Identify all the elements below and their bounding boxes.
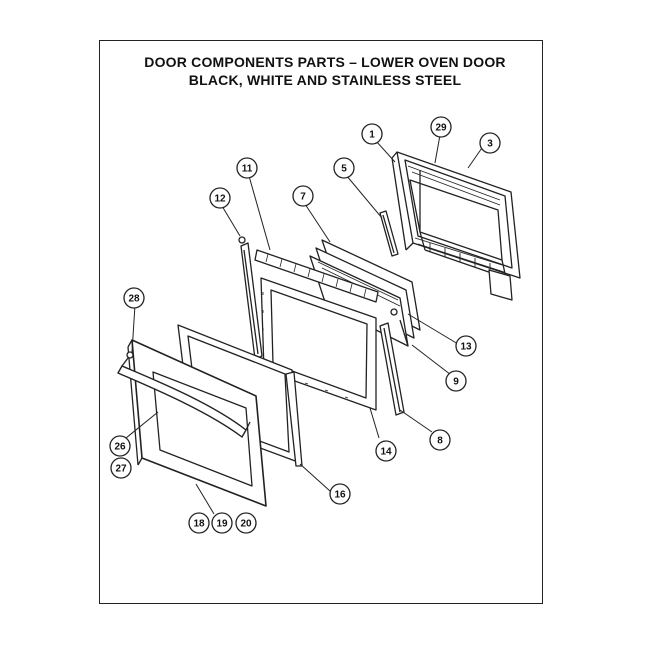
part-8-side-strip [379,322,405,416]
callout-part-1: 1 [361,123,383,145]
callout-circle [211,512,233,534]
callout-label: 11 [242,164,253,175]
callout-part-27: 27 [110,457,132,479]
callout-label: 19 [216,519,228,530]
callout-circle [235,512,257,534]
callout-label: 29 [435,123,447,134]
callout-part-8: 8 [429,429,451,451]
callout-label: 5 [341,164,347,175]
callout-label: 13 [460,342,472,353]
part-12-side-strip [238,236,263,360]
callout-circle [445,370,467,392]
part-outer-door-panel [127,339,267,507]
callout-circle [479,132,501,154]
callout-label: 7 [300,192,306,203]
callout-part-19: 19 [211,512,233,534]
callout-label: 9 [453,377,459,388]
callout-label: 8 [437,436,443,447]
callout-label: 26 [114,442,126,453]
part-callouts: 1 29 3 5 11 7 12 28 13 9 14 8 26 27 16 18 19 20 [109,116,501,534]
callout-label: 27 [115,464,127,475]
callout-circle [292,185,314,207]
callout-circle [209,187,231,209]
callout-label: 3 [487,139,493,150]
callout-part-11: 11 [236,157,258,179]
callout-circle [430,116,452,138]
callout-circle [333,157,355,179]
callout-label: 20 [240,519,252,530]
callout-part-29: 29 [430,116,452,138]
callout-part-13: 13 [455,335,477,357]
callout-circle [375,440,397,462]
callout-label: 1 [369,130,375,141]
callout-circle [236,157,258,179]
diagram-subtitle: BLACK, WHITE AND STAINLESS STEEL [188,72,462,88]
callout-part-18: 18 [188,512,210,534]
callout-circle [455,335,477,357]
callout-circle [109,435,131,457]
callout-part-9: 9 [445,370,467,392]
callout-part-12: 12 [209,187,231,209]
callout-part-5: 5 [333,157,355,179]
callout-label: 14 [380,447,392,458]
callout-part-20: 20 [235,512,257,534]
callout-label: 12 [214,194,226,205]
part-11-top-channel [254,249,379,303]
callout-label: 16 [334,490,346,501]
callout-label: 28 [128,294,140,305]
callout-part-14: 14 [375,440,397,462]
callout-circle [123,287,145,309]
callout-part-3: 3 [479,132,501,154]
callout-part-16: 16 [329,483,351,505]
diagram-title: DOOR COMPONENTS PARTS – LOWER OVEN DOOR [144,54,506,70]
callout-part-26: 26 [109,435,131,457]
callout-part-28: 28 [123,287,145,309]
part-5-bracket [379,210,399,257]
callout-circle [329,483,351,505]
part-inner-door-frame [391,151,521,301]
callout-part-7: 7 [292,185,314,207]
callout-circle [429,429,451,451]
callout-circle [361,123,383,145]
callout-circle [188,512,210,534]
callout-circle [110,457,132,479]
door-handle [117,351,251,438]
callout-label: 18 [193,519,205,530]
